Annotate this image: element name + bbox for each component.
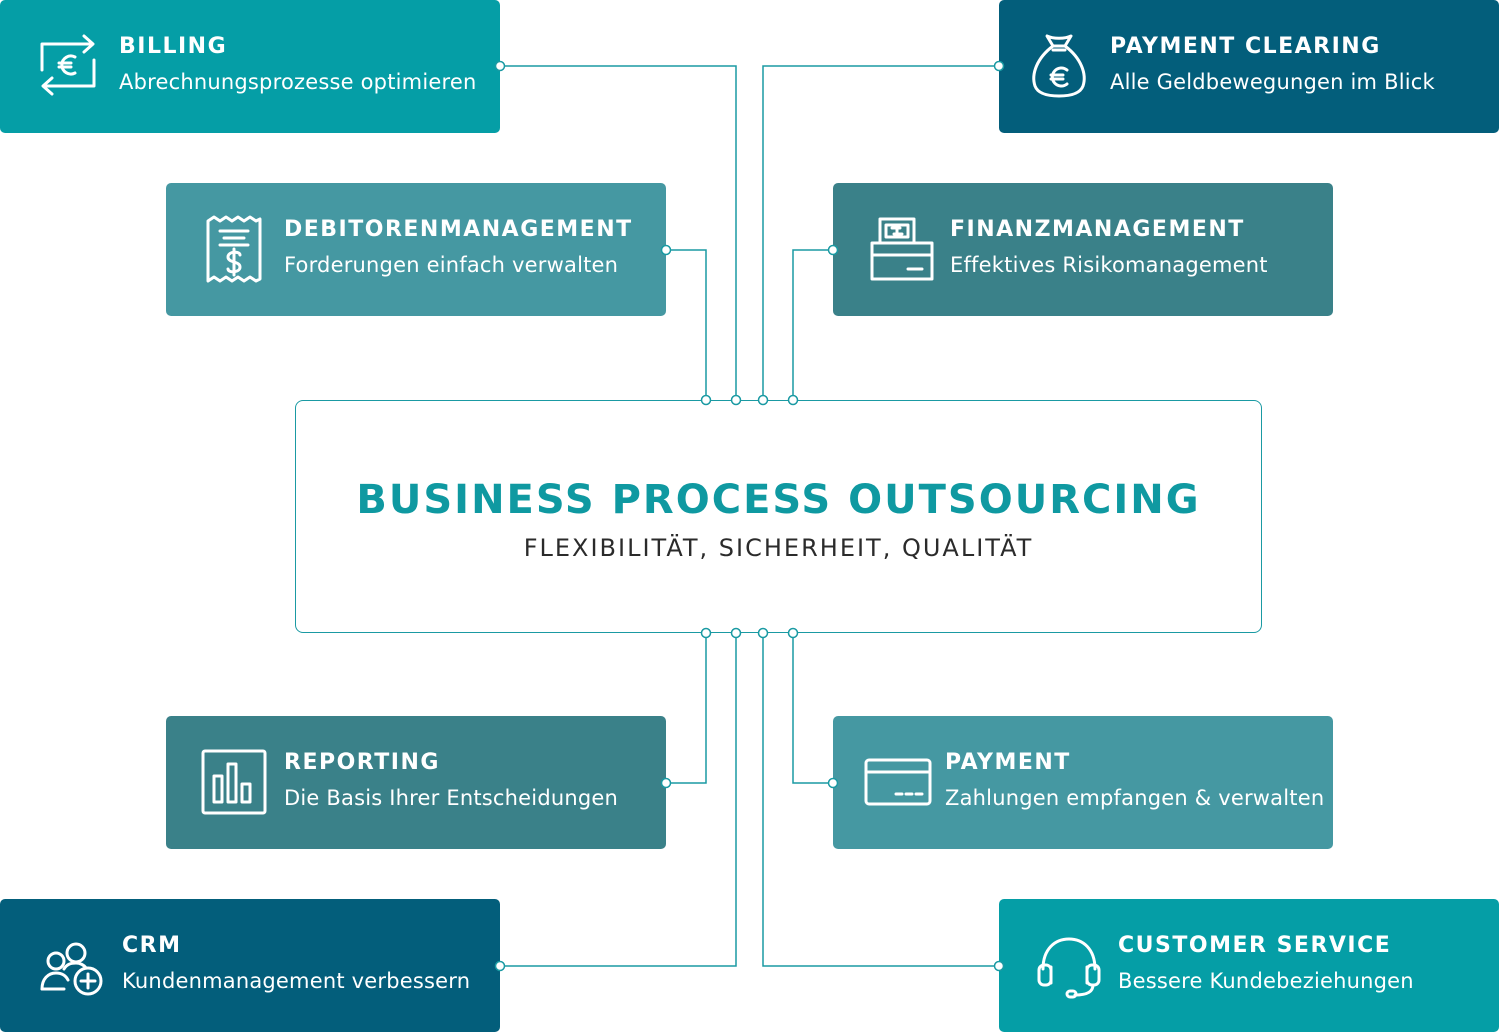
connector-payment-clearing: [762, 65, 999, 400]
card-crm[interactable]: CRM Kundenmanagement verbessern: [0, 899, 500, 1032]
card-title: PAYMENT: [945, 750, 1071, 775]
card-payment[interactable]: PAYMENT Zahlungen empfangen & verwalten: [833, 716, 1333, 849]
money-bag-icon: [1023, 30, 1095, 102]
card-subtitle: Forderungen einfach verwalten: [284, 253, 619, 277]
card-subtitle: Bessere Kundebeziehungen: [1118, 969, 1414, 993]
bar-chart-icon: [198, 746, 270, 818]
card-subtitle: Kundenmanagement verbessern: [122, 969, 471, 993]
card-payment-clearing[interactable]: PAYMENT CLEARING Alle Geldbewegungen im …: [999, 0, 1499, 133]
center-subtitle: FLEXIBILITÄT, SICHERHEIT, QUALITÄT: [523, 534, 1034, 562]
connector-crm: [500, 633, 737, 967]
card-subtitle: Abrechnungsprozesse optimieren: [119, 70, 477, 94]
euro-exchange-icon: [32, 30, 104, 102]
card-billing[interactable]: BILLING Abrechnungsprozesse optimieren: [0, 0, 500, 133]
connector-finanzmanagement: [792, 249, 833, 400]
card-subtitle: Die Basis Ihrer Entscheidungen: [284, 786, 619, 810]
card-title: CUSTOMER SERVICE: [1118, 933, 1392, 958]
receipt-icon: [198, 213, 270, 285]
add-users-icon: [36, 933, 108, 1005]
center-box: BUSINESS PROCESS OUTSOURCING FLEXIBILITÄ…: [295, 400, 1262, 633]
card-title: FINANZMANAGEMENT: [950, 217, 1245, 242]
card-title: REPORTING: [284, 750, 440, 775]
credit-card-icon: [862, 746, 934, 818]
connector-billing: [500, 65, 737, 400]
card-finanzmanagement[interactable]: FINANZMANAGEMENT Effektives Risikomanage…: [833, 183, 1333, 316]
connector-customer-service: [762, 633, 999, 967]
card-title: CRM: [122, 933, 182, 958]
card-subtitle: Zahlungen empfangen & verwalten: [945, 786, 1325, 810]
connector-reporting: [666, 633, 707, 784]
card-title: DEBITORENMANAGEMENT: [284, 217, 633, 242]
connector-debitorenmanagement: [666, 249, 707, 400]
connector-payment: [792, 633, 833, 784]
card-reporting[interactable]: REPORTING Die Basis Ihrer Entscheidungen: [166, 716, 666, 849]
card-customer-service[interactable]: CUSTOMER SERVICE Bessere Kundebeziehunge…: [999, 899, 1499, 1032]
card-title: BILLING: [119, 34, 228, 59]
card-subtitle: Effektives Risikomanagement: [950, 253, 1268, 277]
card-title: PAYMENT CLEARING: [1110, 34, 1381, 59]
card-subtitle: Alle Geldbewegungen im Blick: [1110, 70, 1435, 94]
cash-register-icon: [866, 213, 938, 285]
headset-icon: [1033, 931, 1105, 1003]
center-title: BUSINESS PROCESS OUTSOURCING: [356, 477, 1201, 523]
card-debitorenmanagement[interactable]: DEBITORENMANAGEMENT Forderungen einfach …: [166, 183, 666, 316]
